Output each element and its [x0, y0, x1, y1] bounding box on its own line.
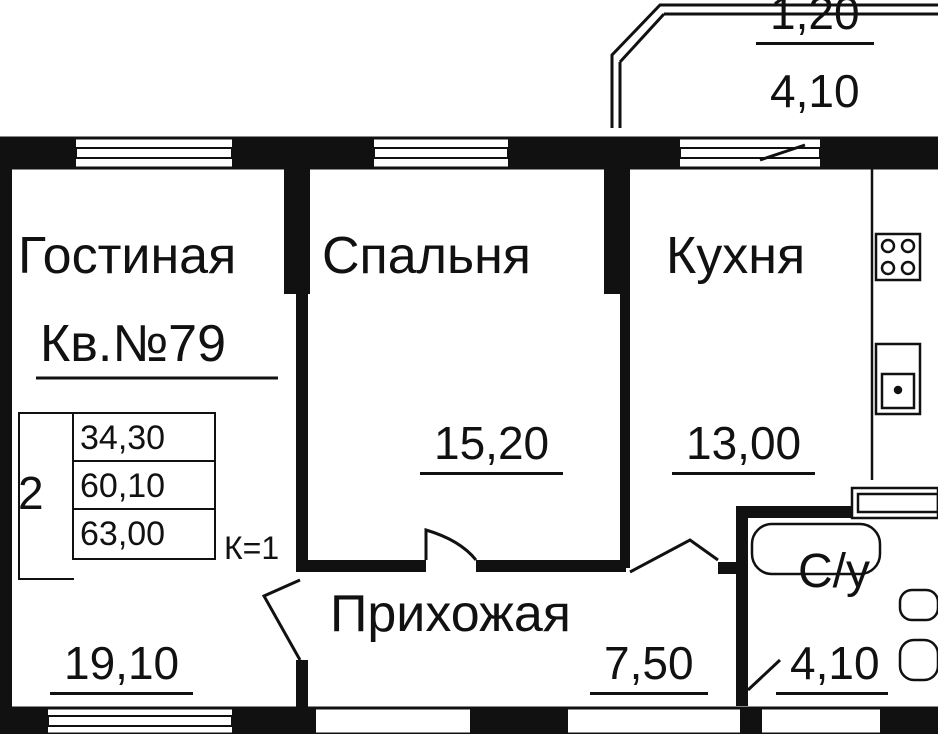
room-name-kitchen: Кухня [666, 227, 806, 285]
area-bathroom: 4,10 [776, 640, 888, 695]
area-with-balcony: 63,00 [80, 515, 166, 553]
door-swings [261, 527, 782, 692]
room-count-box [18, 412, 74, 580]
coefficient: К=1 [224, 530, 280, 566]
balcony-label-top: 1,20 [756, 0, 874, 45]
apartment-title: Кв.№79 [40, 315, 226, 373]
bottom-wall [0, 706, 938, 734]
room-name-living: Гостиная [18, 227, 237, 285]
room-name-hall: Прихожая [330, 585, 571, 643]
top-wall [0, 136, 938, 170]
room-count: 2 [18, 467, 44, 519]
area-living-total: 34,30 [74, 414, 214, 462]
area-bedroom: 15,20 [420, 420, 564, 475]
area-kitchen: 13,00 [672, 420, 816, 475]
room-name-bathroom: С/у [798, 545, 870, 598]
room-name-bedroom: Спальня [322, 227, 531, 285]
area-table: 34,30 60,10 63,00 [72, 412, 216, 560]
bathroom-fixtures [750, 486, 938, 682]
area-total: 60,10 [74, 462, 214, 510]
left-wall [0, 138, 12, 734]
kitchen-fixtures [870, 168, 922, 480]
area-hall: 7,50 [590, 640, 708, 695]
area-balcony: 4,10 [770, 65, 860, 117]
area-living: 19,10 [50, 640, 194, 695]
interior-walls [284, 168, 852, 710]
balcony [610, 3, 938, 128]
